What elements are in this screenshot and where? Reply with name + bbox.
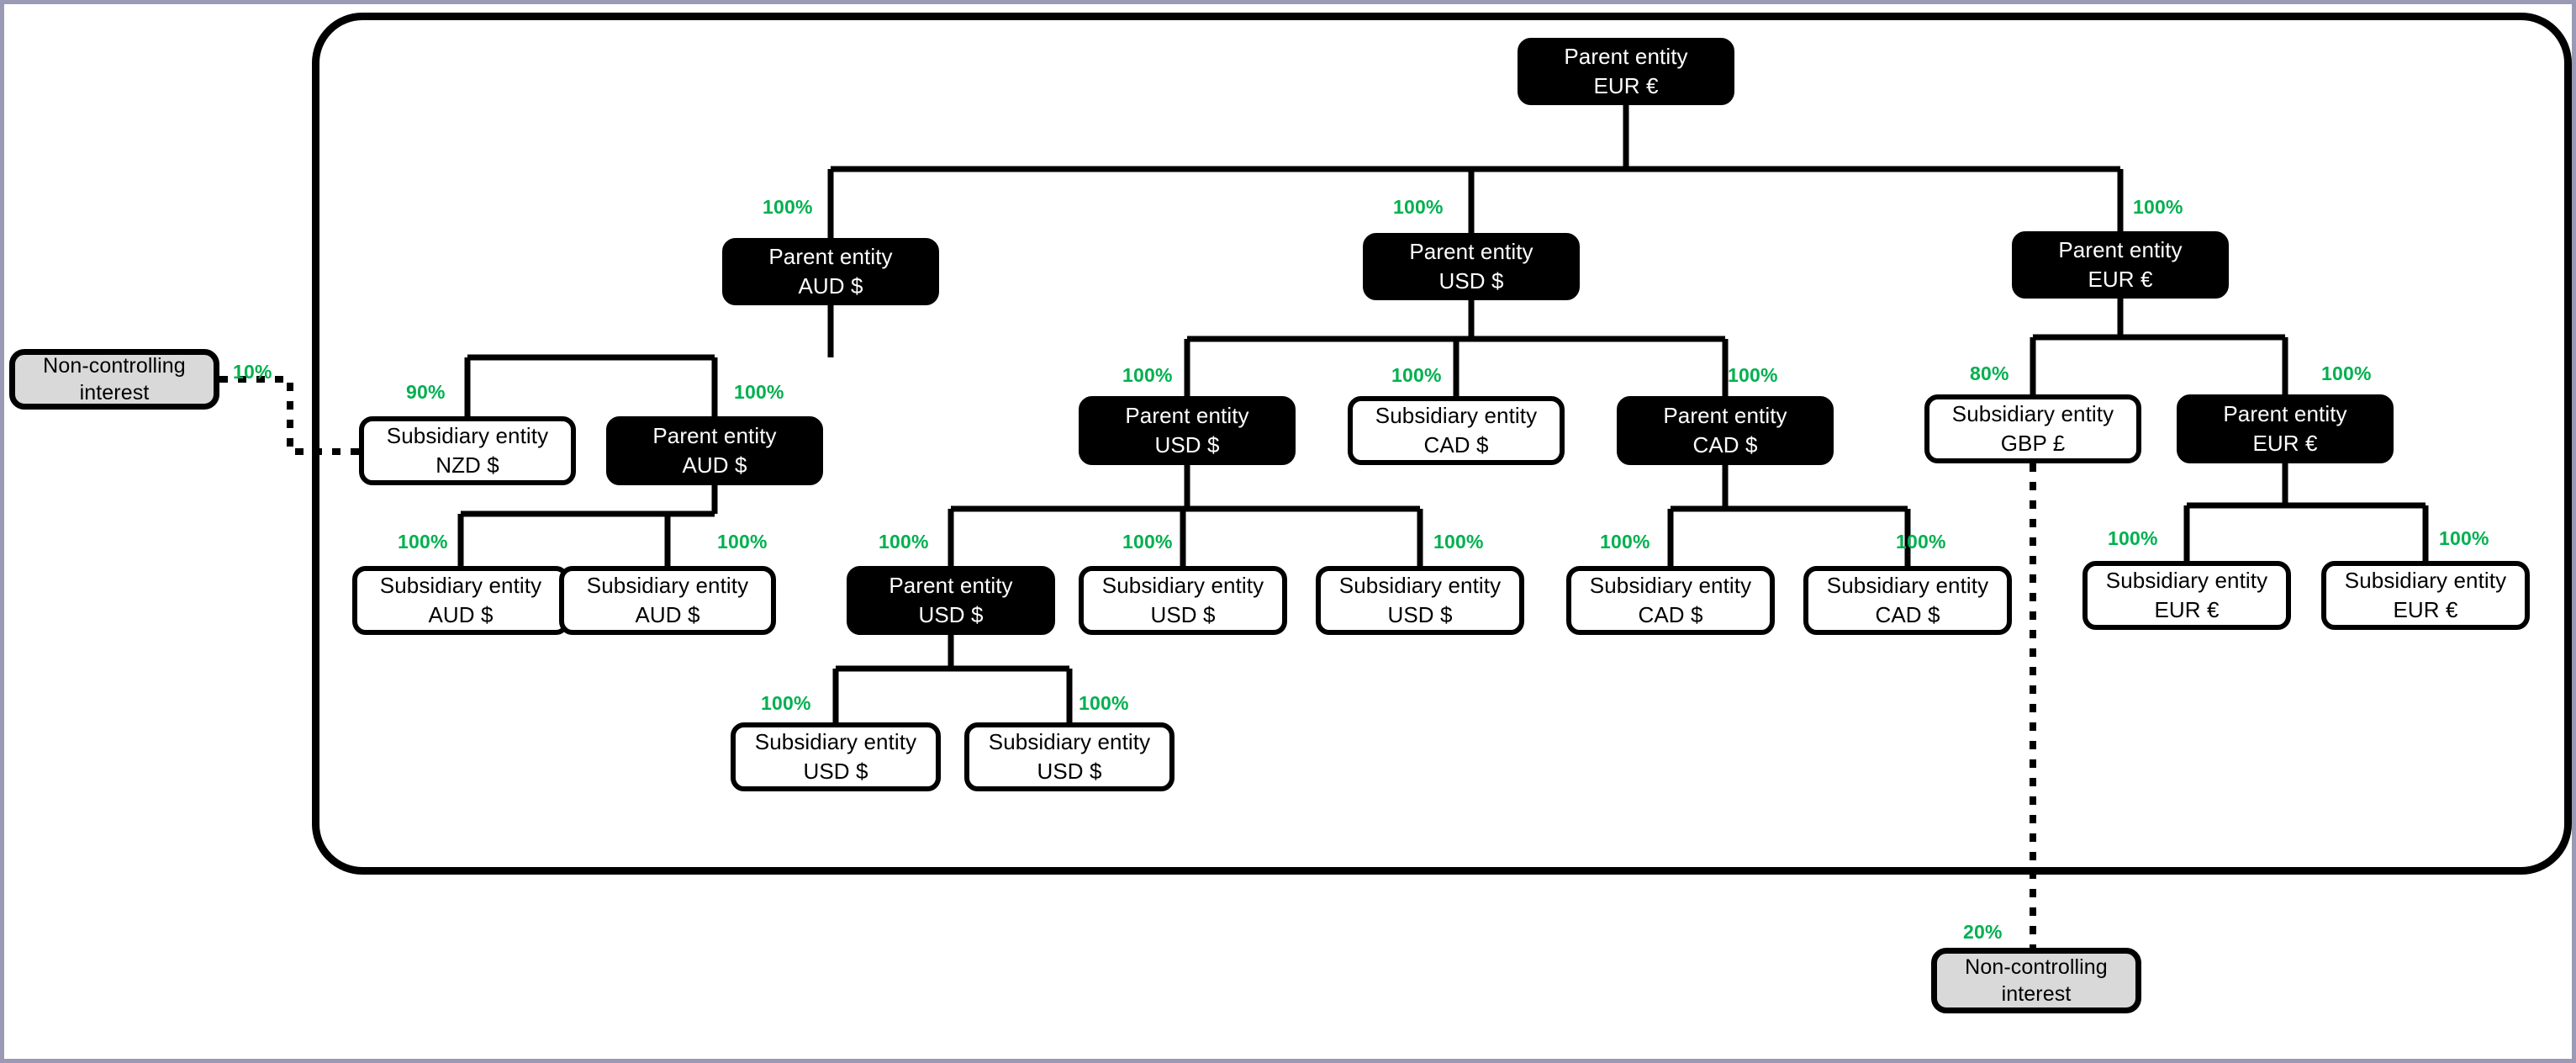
node-label-currency: EUR € [2154, 597, 2220, 622]
node-label-primary: Subsidiary entity [1589, 573, 1752, 599]
node-label-currency: AUD $ [635, 602, 700, 627]
ownership-pct-nzd: 90% [406, 381, 446, 403]
ownership-pct-usd-subc: 100% [761, 692, 811, 714]
ownership-pct-cad-sub2: 100% [1896, 531, 1946, 553]
ownership-pct-gbp: 80% [1970, 362, 2009, 384]
node-label-currency: EUR € [2252, 431, 2318, 456]
ownership-pct-cad-sub1: 100% [1600, 531, 1650, 553]
node-label-currency: USD $ [918, 602, 984, 627]
node-label-currency: AUD $ [428, 602, 494, 627]
ownership-pct-cad-mid: 100% [1391, 364, 1442, 386]
node-label-primary: Subsidiary entity [988, 729, 1151, 755]
ownership-pct-nci-bottom: 20% [1963, 921, 2003, 943]
ownership-pct-usd-suba: 100% [1122, 531, 1173, 553]
ownership-pct-usd2: 100% [1122, 364, 1173, 386]
ownership-pct-usd-top: 100% [1393, 196, 1444, 218]
node-label-currency: USD $ [1154, 432, 1220, 457]
ownership-pct-usd-subd: 100% [1079, 692, 1129, 714]
node-label-currency: EUR € [1593, 73, 1659, 98]
node-label-primary: Parent entity [1663, 403, 1787, 429]
ownership-pct-eur-sub1: 100% [2108, 527, 2158, 549]
connector-lines [219, 105, 2429, 948]
node-label-currency: CAD $ [1875, 602, 1940, 627]
ownership-pct-eur2: 100% [2321, 362, 2372, 384]
ownership-pct-eur-sub2: 100% [2439, 527, 2489, 549]
node-label-currency: AUD $ [798, 273, 863, 299]
node-label-primary: Parent entity [652, 423, 777, 449]
ownership-pct-cad-parent: 100% [1728, 364, 1778, 386]
node-label-primary: Subsidiary entity [379, 573, 542, 599]
ownership-pct-aud-sub2: 100% [717, 531, 768, 553]
node-label-primary: Subsidiary entity [1101, 573, 1264, 599]
node-label-currency: interest [2001, 982, 2072, 1006]
node-label-primary: Subsidiary entity [1338, 573, 1502, 599]
node-label-primary: Subsidiary entity [2105, 568, 2268, 594]
node-label-currency: USD $ [1438, 268, 1504, 294]
node-label-currency: EUR € [2393, 597, 2458, 622]
ownership-pct-nci-left: 10% [233, 361, 272, 383]
node-label-currency: USD $ [1037, 759, 1102, 784]
node-label-primary: Subsidiary entity [1826, 573, 1989, 599]
ownership-pct-eur-top: 100% [2133, 196, 2183, 218]
node-label-currency: GBP £ [2000, 431, 2066, 456]
node-nci-left[interactable]: Non-controlling interest [9, 349, 219, 410]
node-label-currency: EUR € [2088, 267, 2153, 292]
ownership-pct-usd-p3: 100% [879, 531, 929, 553]
node-label-currency: AUD $ [682, 452, 747, 478]
ownership-pct-aud-sub1: 100% [398, 531, 448, 553]
node-label-currency: CAD $ [1423, 432, 1489, 457]
node-label-currency: CAD $ [1692, 432, 1758, 457]
node-label-primary: Non-controlling [43, 354, 186, 378]
node-label-primary: Parent entity [1125, 403, 1249, 429]
node-label-primary: Subsidiary entity [2344, 568, 2507, 594]
node-label-primary: Subsidiary entity [386, 423, 549, 449]
node-label-primary: Subsidiary entity [586, 573, 749, 599]
node-label-primary: Subsidiary entity [1375, 403, 1538, 429]
ownership-pct-aud-top: 100% [763, 196, 813, 218]
node-label-currency: NZD $ [435, 452, 499, 478]
node-label-primary: Parent entity [768, 244, 893, 270]
node-label-currency: interest [79, 381, 150, 405]
node-label-primary: Parent entity [2058, 237, 2183, 263]
node-label-primary: Subsidiary entity [1951, 401, 2114, 427]
group-boundary [312, 13, 2572, 875]
node-label-primary: Parent entity [1564, 44, 1688, 70]
ownership-pct-usd-subb: 100% [1433, 531, 1484, 553]
node-label-primary: Subsidiary entity [754, 729, 917, 755]
node-label-primary: Parent entity [2223, 401, 2347, 427]
node-label-primary: Non-controlling [1965, 955, 2108, 979]
node-label-currency: USD $ [1150, 602, 1216, 627]
node-nci-bottom[interactable]: Non-controlling interest [1931, 948, 2141, 1013]
node-label-currency: USD $ [803, 759, 868, 784]
ownership-pct-aud2: 100% [734, 381, 784, 403]
node-label-primary: Parent entity [1409, 239, 1533, 265]
node-label-currency: CAD $ [1638, 602, 1703, 627]
node-label-currency: USD $ [1387, 602, 1453, 627]
node-label-primary: Parent entity [889, 573, 1013, 599]
